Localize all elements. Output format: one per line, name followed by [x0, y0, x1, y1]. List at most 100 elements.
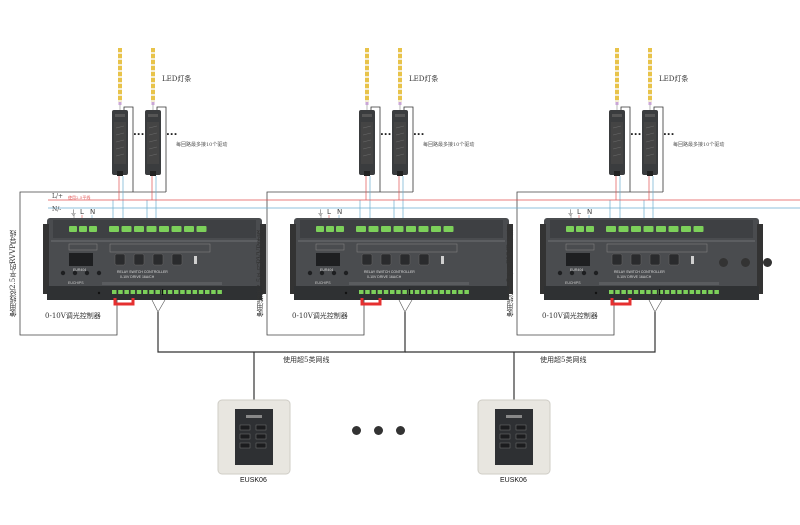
control-button — [569, 270, 575, 276]
relay-button — [418, 253, 430, 266]
led-chip — [398, 78, 402, 82]
keypad-key — [255, 433, 267, 440]
led-chip — [118, 72, 122, 76]
power-terminal-label: L — [327, 208, 331, 216]
driver-label — [645, 114, 655, 117]
led-chip — [151, 90, 155, 94]
led-gap — [648, 58, 652, 60]
driver-panel — [611, 122, 623, 164]
strip-connector — [151, 102, 155, 105]
led-chip — [365, 78, 369, 82]
ellipsis-dot — [763, 258, 772, 267]
controller-spec: 0-10V DRIVE 16A/CH — [120, 275, 155, 279]
relay-button — [361, 253, 373, 266]
driver-panel — [361, 122, 373, 164]
led-gap — [365, 76, 369, 78]
driver-note: 每回路最多接10个驱动 — [673, 142, 725, 148]
network-cable-label-left: 使用超5类网线 — [283, 356, 330, 364]
terminal-signal — [464, 290, 469, 294]
terminal-signal — [377, 290, 383, 294]
terminal-output — [668, 226, 679, 232]
control-button — [331, 270, 337, 276]
display-label-box — [565, 243, 595, 251]
control-button — [96, 270, 102, 276]
network-cable-fanout — [648, 299, 656, 313]
led-gap — [365, 94, 369, 96]
led-chip — [151, 84, 155, 88]
controller-brand: EUCHIPS — [315, 281, 331, 285]
terminal-signal — [609, 290, 614, 294]
jumper-wire — [113, 298, 135, 306]
terminal-signal — [161, 290, 167, 294]
controller-groove — [298, 240, 505, 242]
terminal-output — [146, 226, 157, 232]
led-gap — [118, 88, 122, 90]
terminal-power — [89, 226, 97, 232]
led-chip — [648, 54, 652, 58]
ellipsis-dot — [374, 426, 383, 435]
terminal-output — [418, 226, 429, 232]
cable-note-vertical: 使用线径2.5平的RVVP导线 — [256, 230, 264, 317]
driver-ellipsis: ... — [380, 127, 392, 138]
terminal-signal — [414, 290, 420, 294]
led-chip — [365, 90, 369, 94]
driver-graphic — [612, 153, 622, 157]
terminal-signal — [664, 290, 670, 294]
led-gap — [398, 76, 402, 78]
power-terminal-label: L — [577, 208, 581, 216]
led-gap — [615, 58, 619, 60]
led-strip-left — [118, 48, 122, 105]
led-chip — [151, 72, 155, 76]
driver-graphic — [645, 153, 655, 157]
controller-groove — [548, 240, 755, 242]
terminal-output — [184, 226, 194, 232]
signal-wire — [156, 106, 167, 192]
terminal-signal — [186, 290, 191, 294]
controller-spec: 0-10V DRIVE 16A/CH — [367, 275, 402, 279]
terminal-output — [109, 226, 119, 232]
led-gap — [615, 82, 619, 84]
terminal-signal — [383, 290, 389, 294]
relay-button — [668, 253, 680, 266]
controller-display — [566, 253, 590, 266]
led-gap — [365, 70, 369, 72]
driver-label — [612, 114, 622, 117]
terminal-divider — [162, 289, 164, 295]
led-gap — [648, 64, 652, 66]
keypad-key — [499, 442, 511, 449]
led-chip — [151, 60, 155, 64]
driver-graphic — [612, 125, 622, 129]
led-driver — [392, 110, 408, 176]
terminal-signal — [211, 290, 216, 294]
led-gap — [615, 52, 619, 54]
controller-brand: EUCHIPS — [565, 281, 581, 285]
driver-label — [395, 114, 405, 117]
led-chip — [151, 48, 155, 52]
terminal-signal — [396, 290, 401, 294]
terminal-signal — [439, 290, 445, 294]
controller-label: 0-10V调光控制器 — [542, 312, 598, 320]
keypad-key — [515, 424, 527, 431]
terminal-signal — [180, 290, 185, 294]
led-chip — [648, 84, 652, 88]
power-terminal-label: ⏚ — [567, 209, 574, 217]
driver-graphic — [115, 153, 125, 157]
driver-ellipsis: ... — [630, 127, 642, 138]
jumper-wire — [360, 298, 382, 306]
spec-strip — [102, 282, 222, 285]
led-gap — [151, 100, 155, 102]
keypad-model-left: EUSK06 — [240, 477, 267, 484]
controller-model: EUR404 — [570, 268, 584, 272]
driver-graphic — [362, 132, 372, 136]
led-gap — [118, 64, 122, 66]
led-strip-right — [398, 48, 402, 105]
led-gap — [118, 82, 122, 84]
driver-note: 每回路最多接10个驱动 — [176, 142, 228, 148]
led-chip — [365, 84, 369, 88]
relay-controller — [43, 218, 266, 306]
power-terminal-label: N — [337, 208, 343, 216]
led-strip-left — [365, 48, 369, 105]
terminal-output — [393, 226, 404, 232]
controller-name: RELAY SWITCH CONTROLLER — [614, 270, 665, 274]
led-chip — [398, 60, 402, 64]
